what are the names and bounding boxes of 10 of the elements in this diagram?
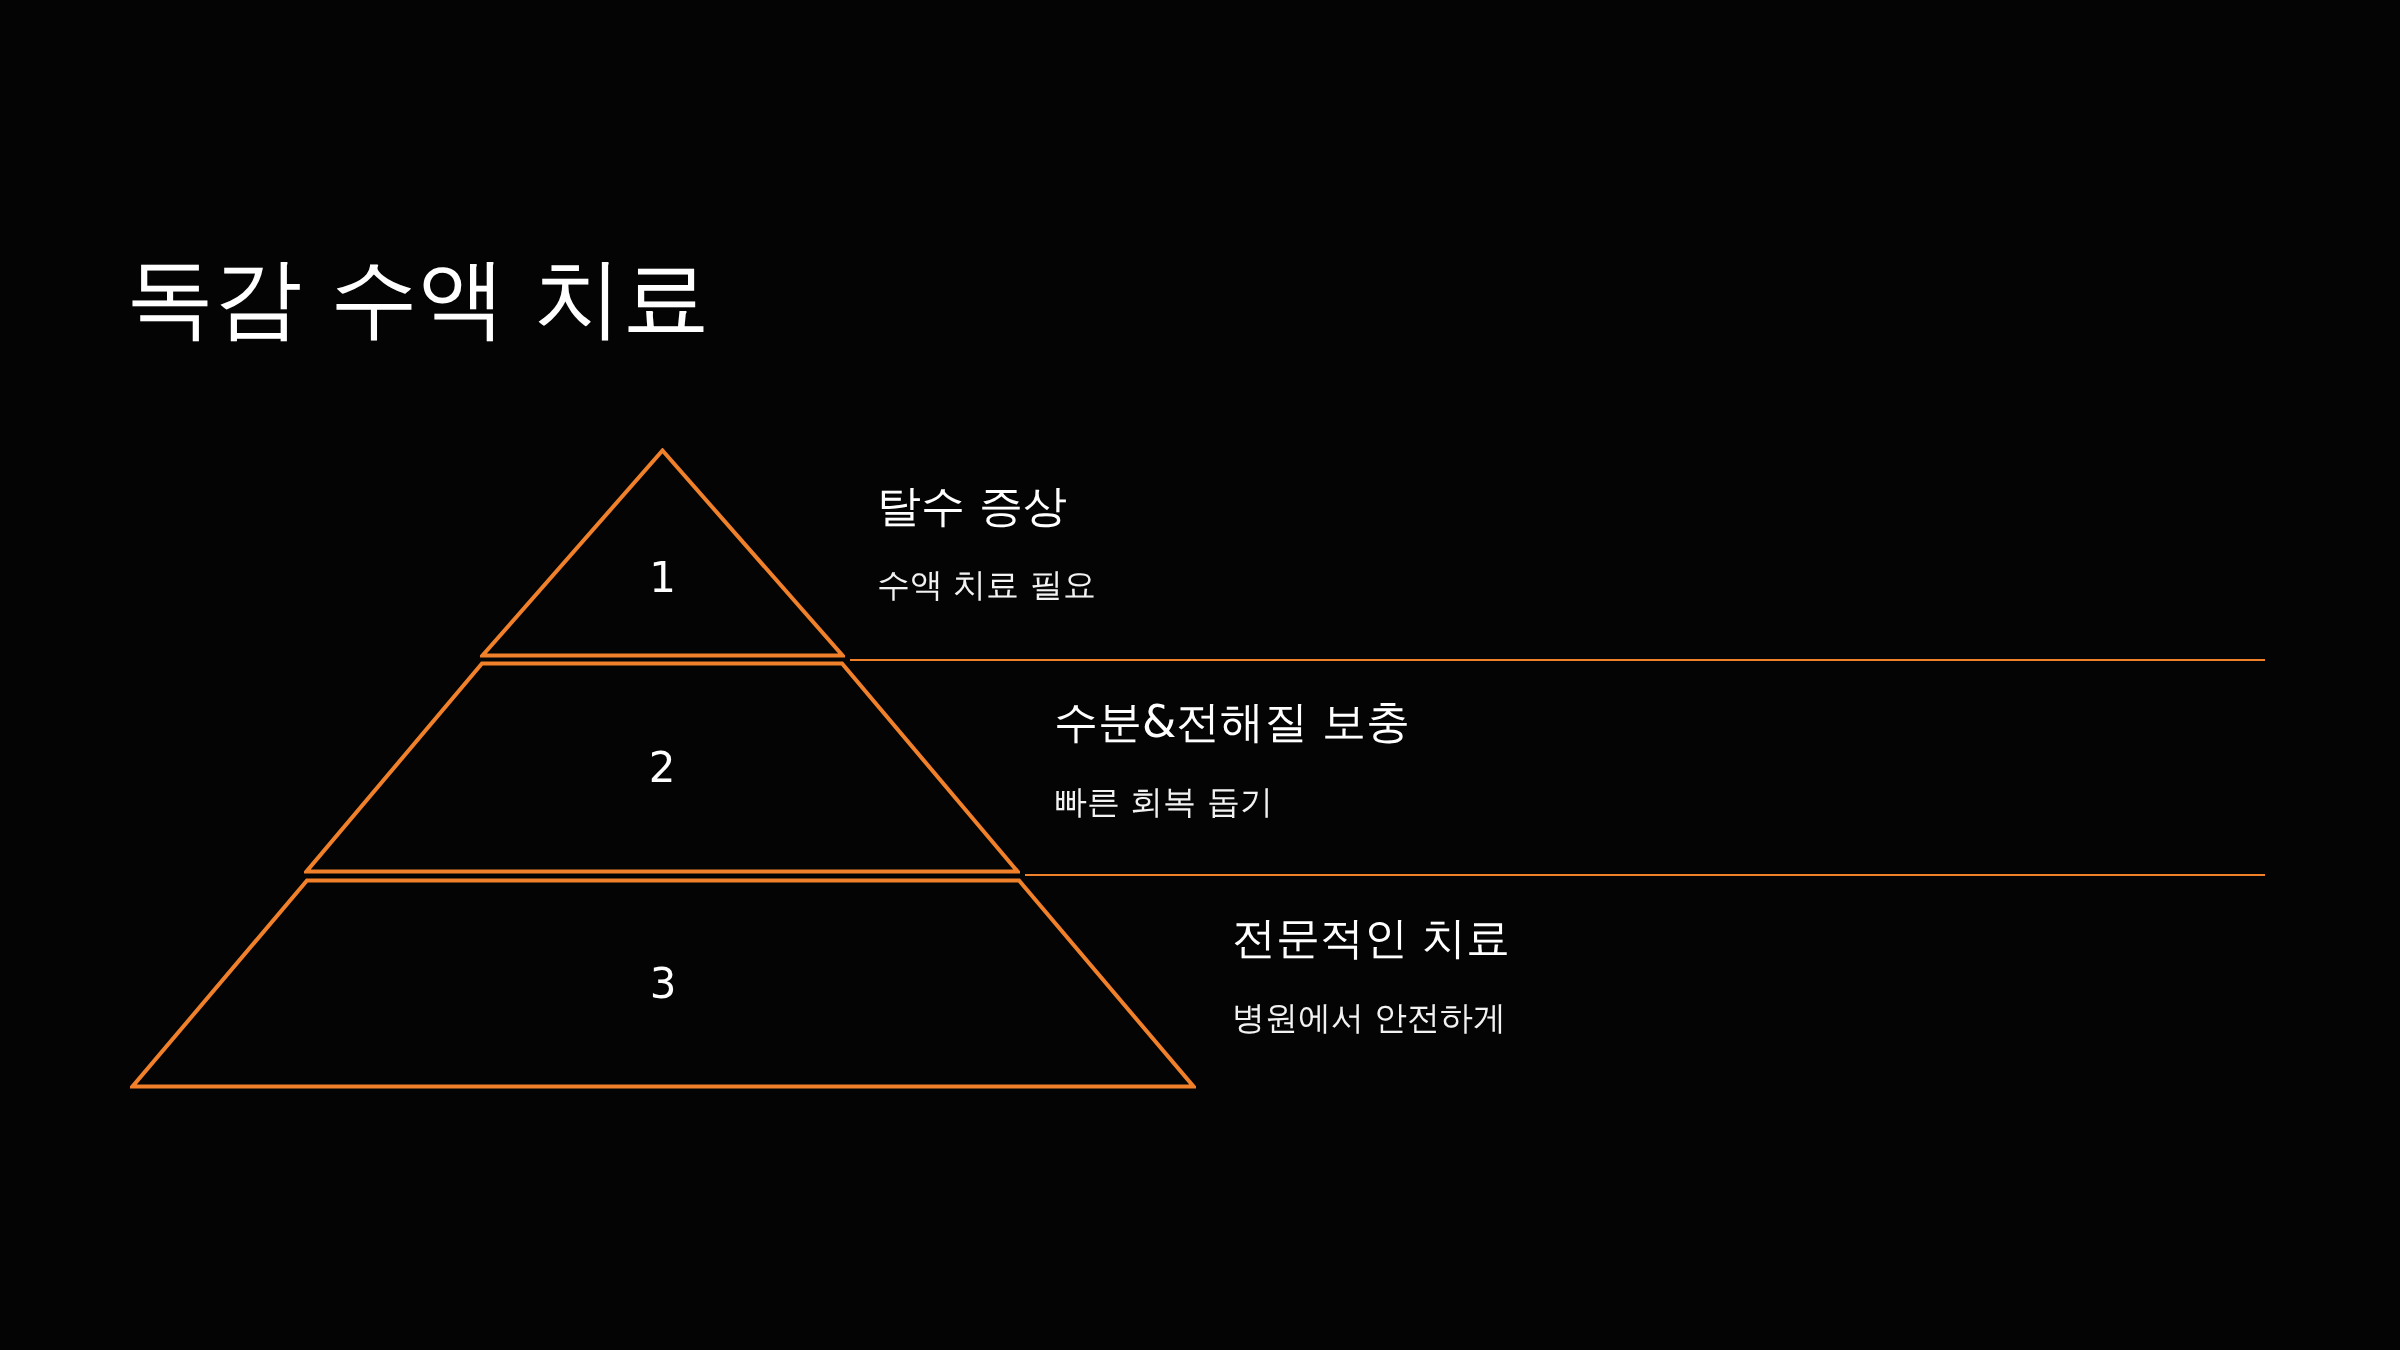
layer-heading: 전문적인 치료: [1232, 912, 1510, 965]
layer-description: 빠른 회복 돕기: [1054, 782, 1273, 822]
layer-description: 병원에서 안전하게: [1232, 998, 1507, 1038]
layer-heading: 수분&전해질 보충: [1054, 696, 1411, 749]
pyramid-layer: 1: [480, 448, 845, 658]
title: 독감 수액 치료: [126, 250, 710, 347]
pyramid-layer: 3: [130, 878, 1196, 1089]
layer-description: 수액 치료 필요: [877, 565, 1096, 605]
pyramid-layer: 2: [304, 661, 1020, 874]
layer-heading: 탈수 증상: [877, 480, 1067, 533]
